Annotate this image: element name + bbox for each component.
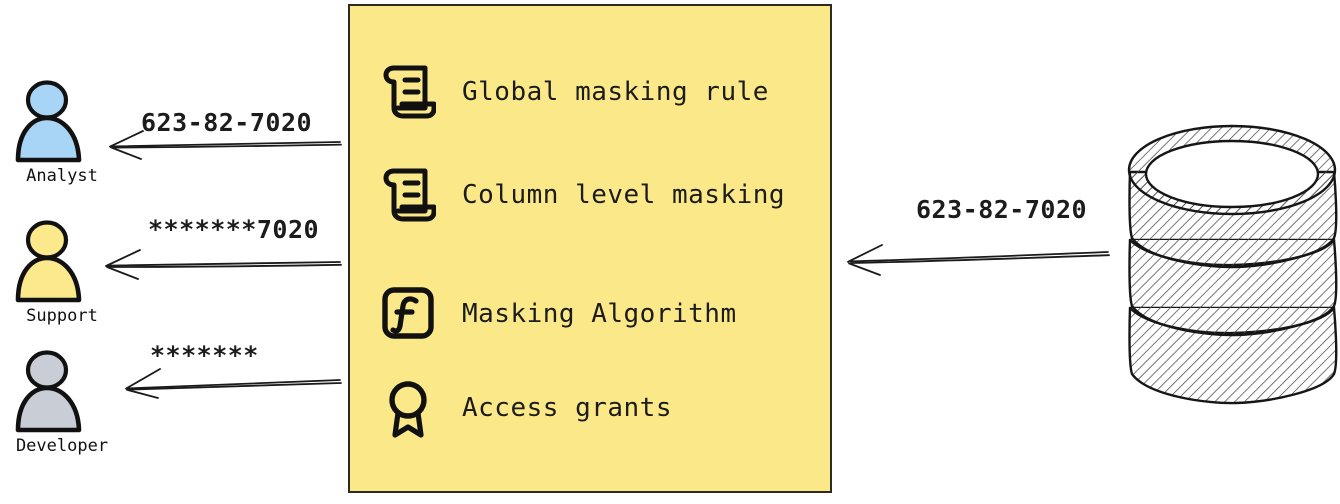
policy-panel: Global masking rule Column level masking…	[348, 4, 832, 493]
policy-item-column-level-masking[interactable]: Column level masking	[380, 165, 810, 225]
policy-item-masking-algorithm[interactable]: Masking Algorithm	[380, 284, 810, 344]
person-icon	[15, 220, 82, 303]
actor-developer[interactable]: Developer	[2, 348, 122, 456]
arrow-db-to-panel	[847, 244, 1110, 276]
arrow-to-support	[105, 249, 342, 280]
database-cylinder-icon	[1127, 124, 1338, 405]
actor-analyst[interactable]: Analyst	[2, 78, 122, 186]
actor-label: Support	[26, 306, 98, 326]
policy-item-label: Global masking rule	[462, 77, 769, 107]
policy-item-label: Access grants	[462, 393, 672, 423]
flow-label-database: 623-82-7020	[916, 195, 1088, 224]
policy-item-label: Masking Algorithm	[462, 299, 737, 329]
flow-label-analyst: 623-82-7020	[141, 108, 313, 137]
scroll-icon	[383, 65, 436, 119]
policy-item-access-grants[interactable]: Access grants	[380, 378, 810, 438]
policy-item-global-masking-rule[interactable]: Global masking rule	[380, 62, 810, 122]
person-icon	[15, 80, 82, 163]
award-ribbon-icon	[389, 381, 427, 438]
scroll-icon	[383, 168, 436, 222]
function-box-icon	[382, 287, 434, 339]
actor-support[interactable]: Support	[2, 218, 122, 326]
database-cylinder[interactable]	[1118, 112, 1340, 408]
person-icon	[15, 350, 82, 433]
flow-label-developer: *******	[150, 341, 259, 370]
actor-label: Analyst	[26, 166, 98, 186]
policy-item-label: Column level masking	[462, 180, 786, 210]
arrow-to-developer	[125, 368, 342, 399]
actor-label: Developer	[15, 436, 109, 456]
arrow-to-analyst	[109, 130, 342, 160]
flow-label-support: *******7020	[148, 215, 320, 244]
